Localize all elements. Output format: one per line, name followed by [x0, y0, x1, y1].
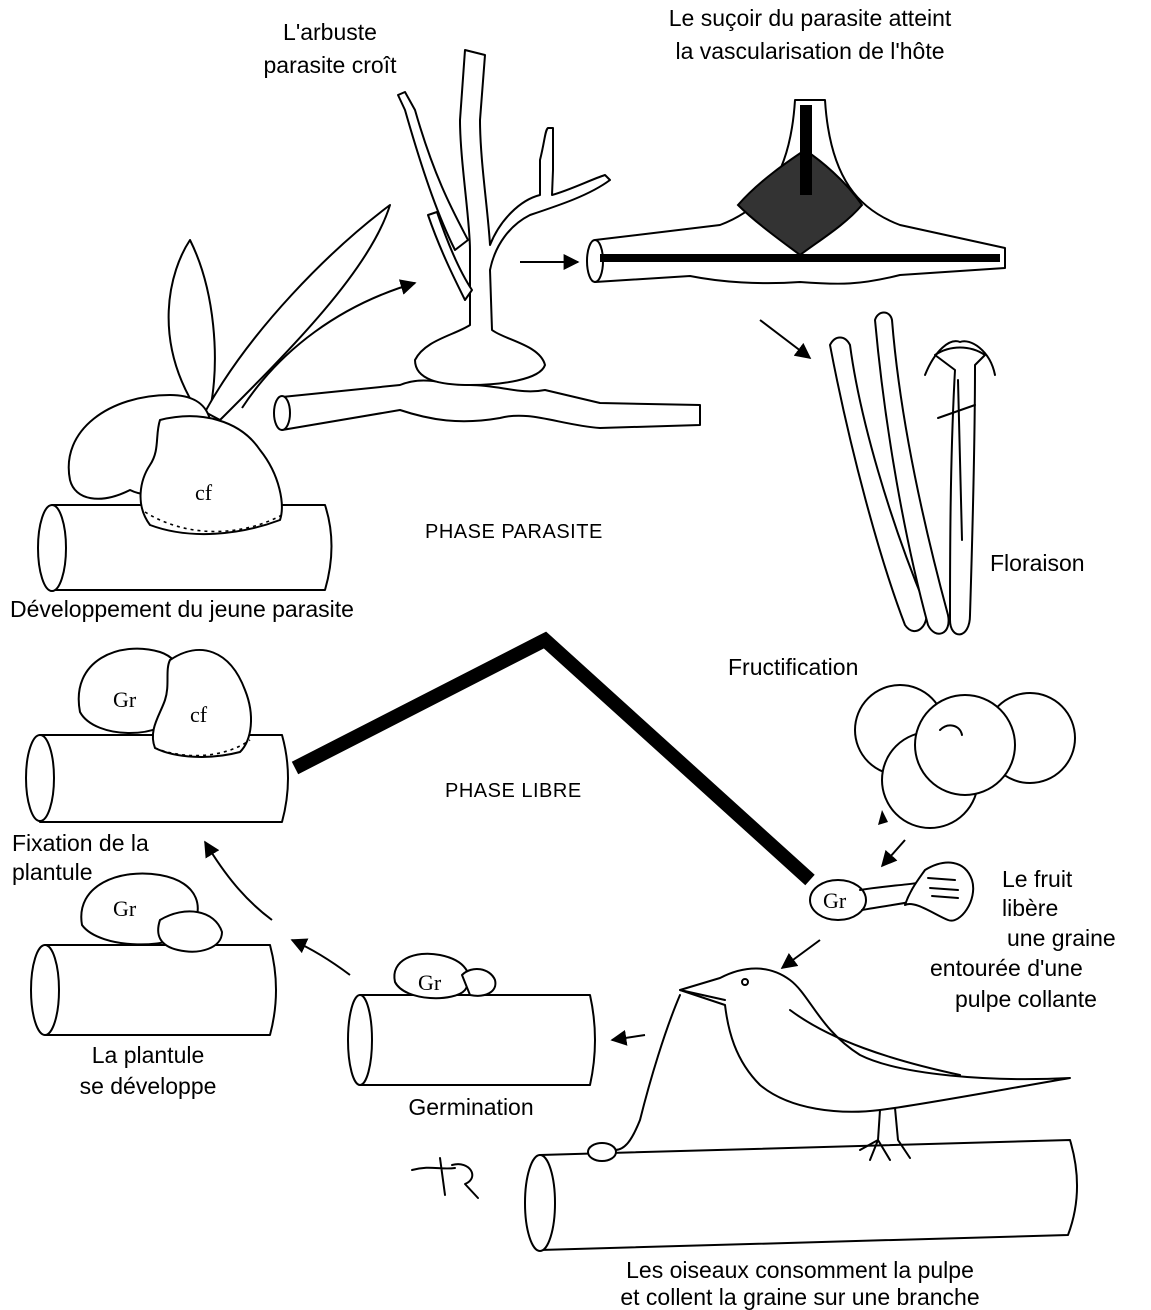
- label-fruit-line2: libère: [1002, 895, 1058, 921]
- berries-illustration: [855, 685, 1075, 828]
- label-developpement: Développement du jeune parasite: [10, 596, 354, 622]
- mark-cf: cf: [195, 480, 213, 505]
- arrow-to-bird: [782, 940, 820, 968]
- arrow-to-germination: [612, 1035, 645, 1040]
- deposited-seed: [588, 1143, 616, 1161]
- label-oiseaux-line2: et collent la graine sur une branche: [620, 1284, 979, 1310]
- label-fixation-line2: plantule: [12, 859, 93, 885]
- label-fruit-line4: entourée d'une: [930, 955, 1083, 981]
- radicle: [462, 969, 495, 996]
- host-branch: [360, 995, 595, 1085]
- branch-cut-end: [38, 505, 66, 591]
- flowers-illustration: [830, 313, 995, 635]
- sticky-pulp-strand: [615, 995, 680, 1150]
- seedling-shoot: [158, 911, 222, 951]
- label-phase-libre: PHASE LIBRE: [445, 780, 582, 802]
- label-fructification: Fructification: [728, 654, 858, 680]
- branch-cut-end: [26, 735, 54, 821]
- leaf: [169, 240, 215, 415]
- mark-gr: Gr: [823, 888, 847, 913]
- mark-gr: Gr: [113, 896, 137, 921]
- label-fruit-line3: une graine: [1007, 925, 1116, 951]
- label-oiseaux-line1: Les oiseaux consomment la pulpe: [626, 1257, 974, 1283]
- holdfast-cf: [141, 416, 282, 534]
- host-branch: [540, 1140, 1077, 1250]
- label-fruit-line5: pulpe collante: [955, 986, 1097, 1012]
- branch-cut-end: [525, 1155, 555, 1251]
- label-plantule-line2: se développe: [80, 1073, 217, 1099]
- label-germination: Germination: [408, 1094, 533, 1120]
- berry: [915, 695, 1015, 795]
- label-arbuste-line2: parasite croît: [264, 52, 398, 78]
- branch-cut-end: [274, 396, 290, 430]
- germination-illustration: Gr: [348, 954, 595, 1085]
- plantule-illustration: Gr: [31, 873, 276, 1035]
- arrow-to-plantule: [292, 940, 350, 975]
- host-branch: [282, 381, 700, 430]
- haustorium-section-illustration: [587, 100, 1005, 284]
- mark-cf: cf: [190, 702, 208, 727]
- branch-cut-end: [31, 945, 59, 1035]
- parasite-vessel: [800, 105, 812, 195]
- host-branch: [45, 945, 276, 1035]
- berry-stalk: [878, 810, 888, 825]
- arrow-to-flowering: [760, 320, 810, 358]
- mark-gr: Gr: [418, 970, 442, 995]
- fruit-skin: [905, 863, 973, 921]
- released-seed-illustration: Gr: [810, 863, 973, 921]
- branch-cut-end: [348, 995, 372, 1085]
- label-floraison: Floraison: [990, 550, 1085, 576]
- fixation-illustration: Gr cf: [26, 649, 288, 822]
- leaf: [205, 205, 390, 420]
- label-fruit-line1: Le fruit: [1002, 866, 1073, 892]
- mark-gr: Gr: [113, 687, 137, 712]
- host-vessel: [600, 254, 1000, 262]
- arrow-to-released-seed: [882, 840, 905, 866]
- arrow-to-fixation: [205, 842, 272, 920]
- label-fixation-line1: Fixation de la: [12, 830, 149, 856]
- label-plantule-line1: La plantule: [92, 1042, 205, 1068]
- label-sucoir-line1: Le suçoir du parasite atteint: [669, 5, 952, 31]
- label-arbuste-line1: L'arbuste: [283, 19, 377, 45]
- label-phase-parasite: PHASE PARASITE: [425, 521, 603, 543]
- label-sucoir-line2: la vascularisation de l'hôte: [675, 38, 944, 64]
- artist-signature: [412, 1158, 478, 1198]
